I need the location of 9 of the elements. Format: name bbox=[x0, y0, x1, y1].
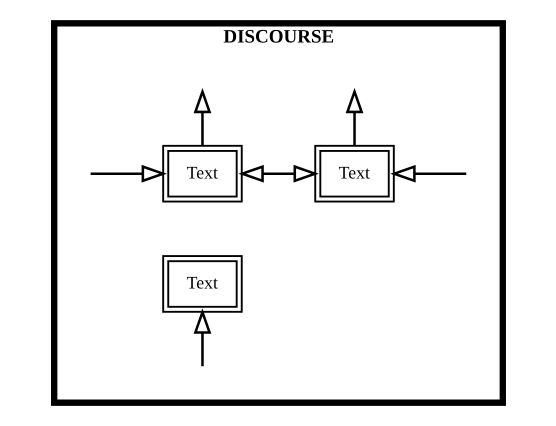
arrow bbox=[390, 164, 466, 183]
node-box: Text bbox=[162, 255, 242, 313]
arrow bbox=[90, 164, 166, 183]
node-box: Text bbox=[162, 144, 242, 203]
arrow bbox=[193, 308, 211, 366]
node-box: Text bbox=[314, 144, 394, 203]
arrow bbox=[345, 88, 363, 146]
arrow bbox=[193, 88, 211, 146]
arrow bbox=[238, 164, 318, 183]
